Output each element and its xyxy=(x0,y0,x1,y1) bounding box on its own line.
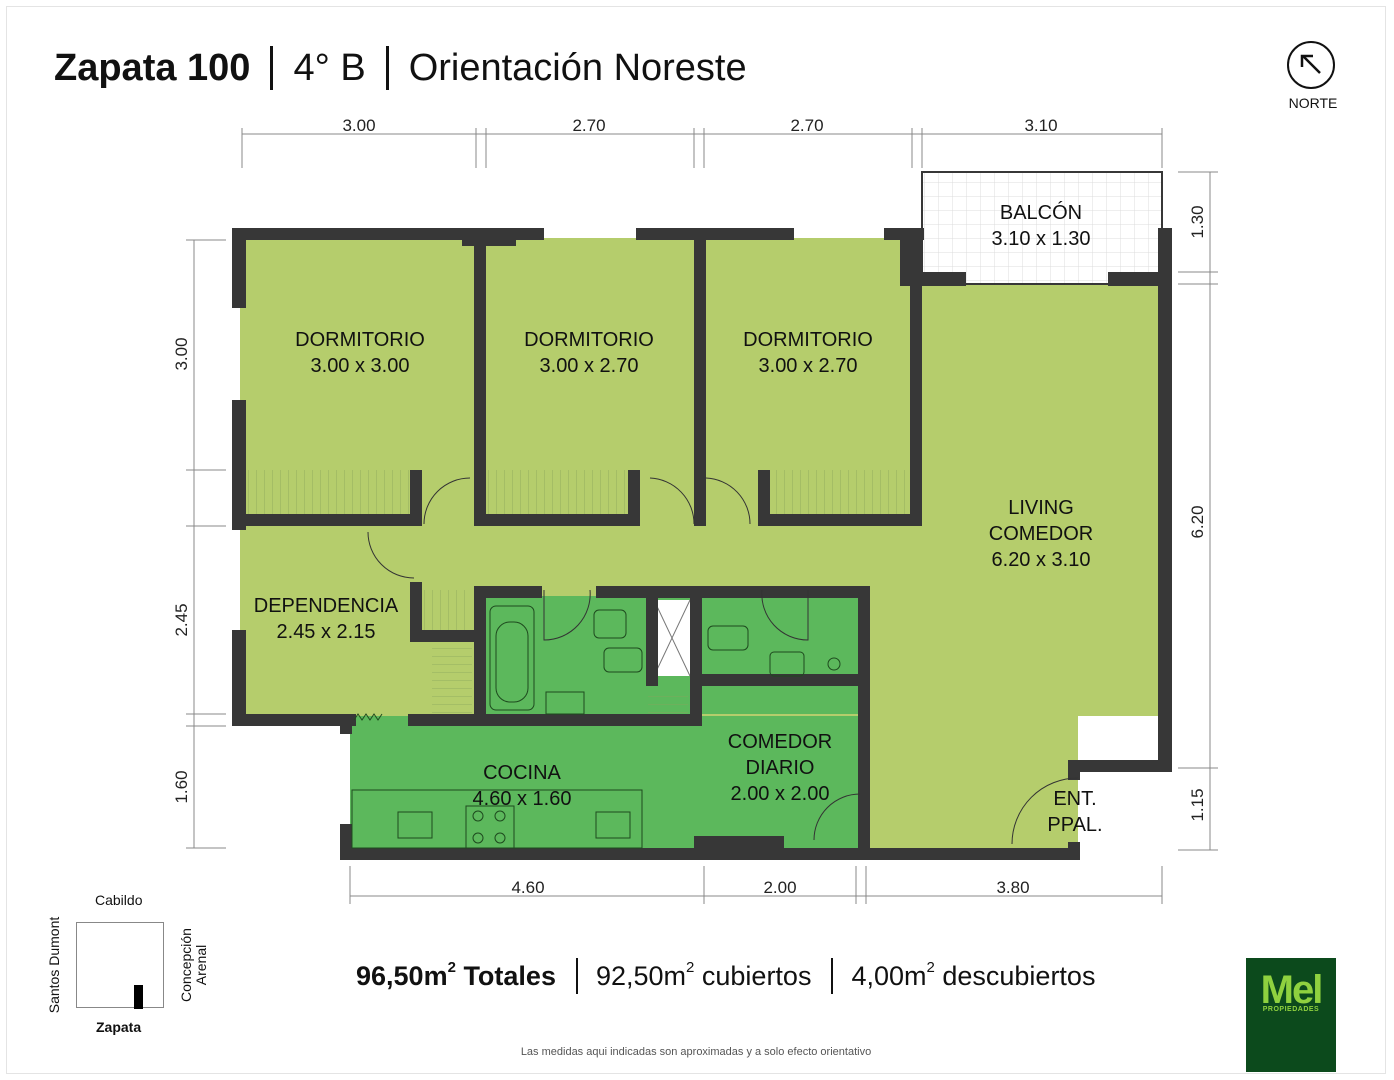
dim-right-2: 6.20 xyxy=(1188,505,1207,539)
street-west: Santos Dumont xyxy=(46,916,62,1014)
total-area: 96,50m2 Totales xyxy=(356,958,556,991)
covered-area: 92,50m2 cubiertos xyxy=(595,958,812,991)
orientation-label: Orientación Noreste xyxy=(408,47,747,89)
title-divider xyxy=(385,46,389,90)
dim-top-2: 2.70 xyxy=(572,116,606,135)
area-divider xyxy=(575,958,578,994)
dim-right-1: 1.30 xyxy=(1188,205,1207,239)
title-divider xyxy=(270,46,274,90)
building-name: Zapata 100 xyxy=(54,47,251,89)
disclaimer: Las medidas aqui indicadas son aproximad… xyxy=(520,1046,872,1058)
dim-bottom-2: 2.00 xyxy=(763,878,797,897)
page-frame xyxy=(6,6,1386,1074)
dim-bottom-3: 3.80 xyxy=(996,878,1030,897)
dim-left-3: 1.60 xyxy=(172,770,191,804)
dim-top-3: 2.70 xyxy=(790,116,824,135)
dim-top-1: 3.00 xyxy=(342,116,376,135)
logo-subtitle: PROPIEDADES xyxy=(1262,1006,1320,1013)
dim-bottom-1: 4.60 xyxy=(511,878,545,897)
street-south: Zapata xyxy=(96,1019,142,1035)
unit-label: 4° B xyxy=(293,47,366,89)
uncovered-area: 4,00m2 descubiertos xyxy=(851,958,1096,991)
dim-right-3: 1.15 xyxy=(1188,788,1207,822)
north-arrow-icon xyxy=(1287,41,1335,89)
room-label-entrance: ENT.PPAL. xyxy=(1047,788,1103,836)
logo-mark: Mel xyxy=(1260,968,1324,1012)
area-divider xyxy=(831,958,834,994)
mel-propiedades-logo: Mel PROPIEDADES xyxy=(1246,958,1336,1072)
block-map xyxy=(76,922,164,1008)
dim-left-1: 3.00 xyxy=(172,337,191,371)
dim-top-4: 3.10 xyxy=(1024,116,1058,135)
walls xyxy=(232,228,1172,860)
street-north: Cabildo xyxy=(95,892,143,908)
dim-left-2: 2.45 xyxy=(172,603,191,637)
building-marker xyxy=(134,985,143,1009)
area-summary: 96,50m2 Totales 92,50m2 cubiertos 4,00m2… xyxy=(356,958,1095,994)
page-title: Zapata 100 4° B Orientación Noreste xyxy=(54,44,747,92)
north-label: NORTE xyxy=(1288,95,1338,111)
